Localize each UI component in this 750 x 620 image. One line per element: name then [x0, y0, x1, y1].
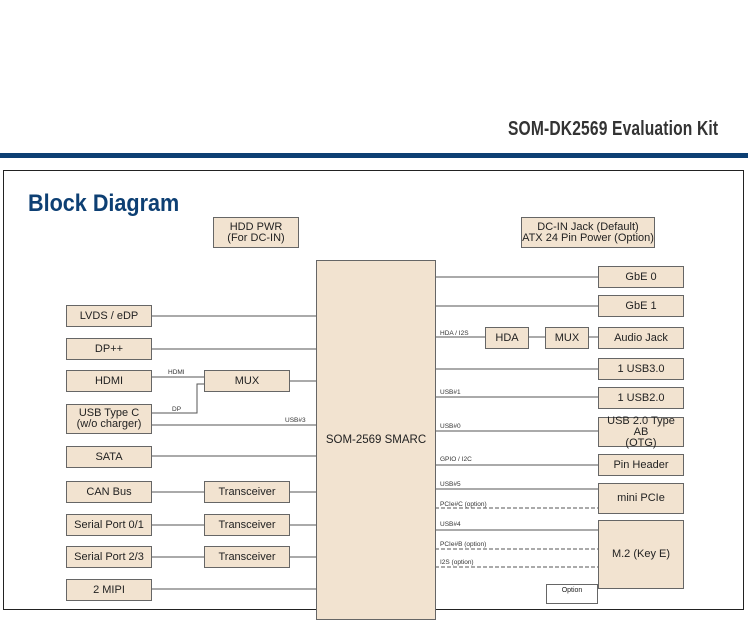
line-dp-mux: [152, 383, 204, 414]
can-bus-box: CAN Bus: [66, 481, 152, 503]
hdd-pwr-box: HDD PWR (For DC-IN): [213, 217, 299, 248]
dc-in-box: DC-IN Jack (Default) ATX 24 Pin Power (O…: [521, 217, 655, 248]
som-module-box: SOM-2569 SMARC: [316, 260, 436, 620]
signal-label-usb5: USB#5: [440, 481, 461, 488]
usb-otg-box: USB 2.0 Type AB (OTG): [598, 415, 684, 448]
signal-label-pciec: PCIe#C (option): [440, 501, 487, 508]
m2-key-e-box: M.2 (Key E): [598, 520, 684, 589]
diagram-title: Block Diagram: [28, 190, 180, 217]
usb20-box: 1 USB2.0: [598, 387, 684, 409]
signal-label-usb0: USB#0: [440, 423, 461, 430]
signal-label-usb4: USB#4: [440, 521, 461, 528]
serial01-transceiver-box: Transceiver: [204, 514, 290, 536]
signal-label-pcieb: PCIe#B (option): [440, 541, 487, 548]
signal-label-hdmi: HDMI: [168, 369, 185, 376]
header-rule: [0, 153, 748, 158]
can-transceiver-box: Transceiver: [204, 481, 290, 503]
signal-label-gpio-i2c: GPIO / I2C: [440, 456, 472, 463]
audio-jack-box: Audio Jack: [598, 327, 684, 349]
connection-lines: [152, 276, 598, 590]
gbe0-box: GbE 0: [598, 266, 684, 288]
hdmi-box: HDMI: [66, 370, 152, 392]
serial23-transceiver-box: Transceiver: [204, 546, 290, 568]
signal-label-usb3: USB#3: [285, 417, 306, 424]
audio-mux-box: MUX: [545, 327, 589, 349]
signal-label-i2s: I2S (option): [440, 559, 474, 566]
signal-label-usb1: USB#1: [440, 389, 461, 396]
hda-box: HDA: [485, 327, 529, 349]
video-mux-box: MUX: [204, 370, 290, 392]
serial-port-01-box: Serial Port 0/1: [66, 514, 152, 536]
usb-type-c-box: USB Type C (w/o charger): [66, 404, 152, 434]
gbe1-box: GbE 1: [598, 295, 684, 317]
mini-pcie-box: mini PCIe: [598, 483, 684, 514]
sata-box: SATA: [66, 446, 152, 468]
page-title: SOM-DK2569 Evaluation Kit: [508, 118, 719, 140]
dp-box: DP++: [66, 338, 152, 360]
signal-label-dp: DP: [172, 406, 182, 413]
pin-header-box: Pin Header: [598, 454, 684, 476]
option-box: Option: [546, 584, 598, 604]
mipi-box: 2 MIPI: [66, 579, 152, 601]
serial-port-23-box: Serial Port 2/3: [66, 546, 152, 568]
usb30-box: 1 USB3.0: [598, 358, 684, 380]
lvds-box: LVDS / eDP: [66, 305, 152, 327]
signal-label-hda-i2s: HDA / I2S: [440, 330, 469, 337]
